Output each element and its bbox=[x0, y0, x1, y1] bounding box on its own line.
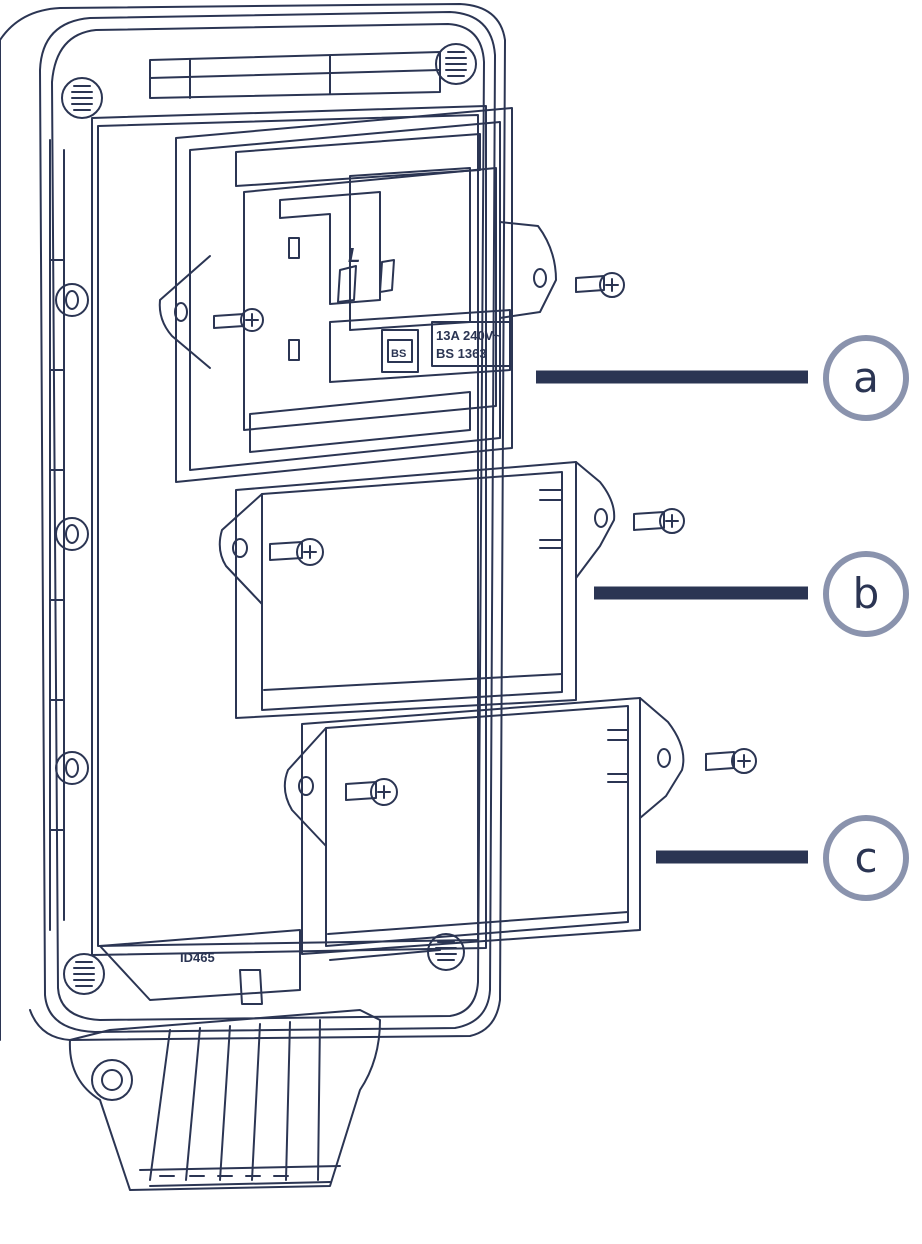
callout-c-label: c bbox=[854, 833, 877, 882]
panel-c-blank-plate bbox=[283, 697, 685, 955]
callout-a-ring bbox=[823, 335, 909, 421]
live-terminal-letter: L bbox=[348, 245, 360, 267]
corner-screw-bottom-left bbox=[63, 953, 105, 995]
corner-screw-bottom-right bbox=[427, 933, 465, 971]
callout-c-ring bbox=[823, 815, 909, 901]
panel-a-socket-frame bbox=[158, 107, 557, 483]
callout-b-label: b bbox=[853, 569, 880, 618]
bsi-logo-text: BS bbox=[391, 348, 406, 360]
panel-b-blank-plate bbox=[218, 461, 616, 719]
socket-markings: L BS 13A 240V~ BS 1363 bbox=[348, 245, 501, 361]
callout-b: b bbox=[594, 551, 909, 637]
corner-screw-top-left bbox=[61, 77, 103, 119]
housing-model-code: ID465 bbox=[180, 950, 215, 965]
enclosure-housing bbox=[0, 3, 506, 1191]
cable-gland bbox=[68, 1009, 381, 1191]
callout-c: c bbox=[656, 815, 909, 901]
screw-panel-a-right bbox=[575, 272, 625, 298]
screw-panel-b-right bbox=[633, 508, 685, 534]
screw-panel-b-left bbox=[269, 538, 324, 566]
corner-screw-top-right bbox=[435, 43, 477, 85]
left-mount-boss-middle bbox=[55, 517, 89, 551]
left-mount-boss-top bbox=[55, 283, 89, 317]
socket-standard: BS 1363 bbox=[436, 346, 487, 361]
screw-panel-c-right bbox=[705, 748, 757, 774]
screw-panel-c-left bbox=[345, 778, 398, 806]
left-mount-boss-bottom bbox=[55, 751, 89, 785]
screw-panel-a-left bbox=[213, 308, 264, 332]
callout-a-label: a bbox=[853, 353, 879, 402]
callout-a: a bbox=[536, 335, 909, 421]
bsi-kitemark-box bbox=[381, 329, 419, 373]
callout-b-ring bbox=[823, 551, 909, 637]
socket-rating: 13A 240V~ bbox=[436, 328, 501, 343]
